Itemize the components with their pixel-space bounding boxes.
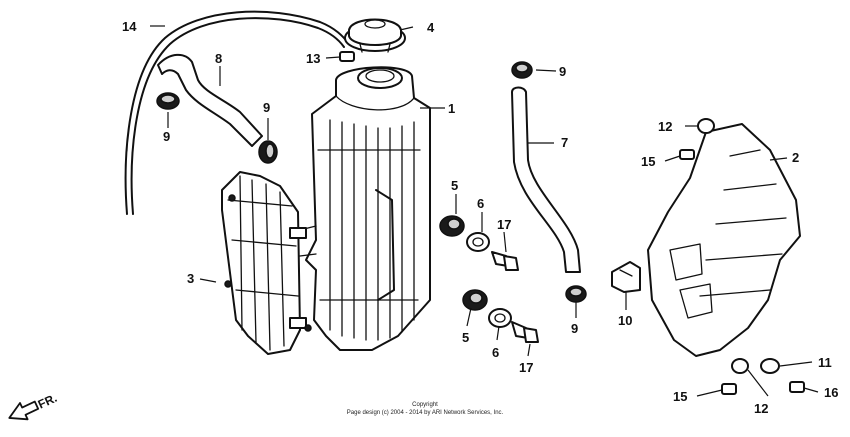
callout-13: 13 — [306, 51, 320, 66]
collar-part-6-a[interactable] — [466, 232, 490, 252]
grommet-part-5-a[interactable] — [439, 215, 465, 237]
bolt-part-15-b[interactable] — [721, 383, 737, 395]
bolt-part-17-b[interactable] — [511, 321, 539, 343]
callout-15-b: 15 — [673, 389, 687, 404]
callout-5-b: 5 — [462, 330, 469, 345]
callout-14: 14 — [122, 19, 137, 34]
callout-6-a: 6 — [477, 196, 484, 211]
callout-6-b: 6 — [492, 345, 499, 360]
grommet-part-11[interactable] — [760, 358, 780, 374]
hose-clamp-part-9-a[interactable] — [156, 92, 180, 110]
radiator-hose-part-7[interactable] — [511, 86, 581, 273]
clip-part-13[interactable] — [339, 51, 355, 62]
radiator-part-1[interactable] — [299, 66, 431, 351]
hose-clamp-part-9-b[interactable] — [258, 140, 278, 164]
callout-12-b: 12 — [754, 401, 768, 416]
hose-clamp-part-9-c[interactable] — [511, 61, 533, 79]
front-direction-arrow: FR. — [8, 391, 59, 421]
callout-11: 11 — [818, 355, 832, 370]
radiator-cap-part-4[interactable] — [344, 18, 406, 53]
callout-1: 1 — [448, 101, 455, 116]
callout-9-a: 9 — [163, 129, 170, 144]
callout-7: 7 — [561, 135, 568, 150]
copyright-line-2: Page design (c) 2004 - 2014 by ARI Netwo… — [347, 410, 504, 416]
radiator-guard-part-3[interactable] — [221, 171, 312, 355]
callout-8: 8 — [215, 51, 222, 66]
callout-9-d: 9 — [571, 321, 578, 336]
bolt-part-16[interactable] — [789, 381, 805, 393]
breather-tube-part-14[interactable] — [124, 10, 350, 215]
callout-labels: 14 4 13 8 9 9 1 5 6 17 3 5 6 17 7 9 9 10… — [122, 19, 838, 416]
callout-12-a: 12 — [658, 119, 672, 134]
collar-part-12-a[interactable] — [697, 118, 715, 134]
bolt-part-15-a[interactable] — [679, 149, 695, 160]
callout-17-a: 17 — [497, 217, 511, 232]
callout-9-c: 9 — [559, 64, 566, 79]
callout-15-a: 15 — [641, 154, 655, 169]
callout-17-b: 17 — [519, 360, 533, 375]
callout-4: 4 — [427, 20, 435, 35]
callout-2: 2 — [792, 150, 799, 165]
direction-label: FR. — [36, 391, 59, 412]
collar-part-12-b[interactable] — [731, 358, 749, 374]
radiator-hose-part-8[interactable] — [157, 53, 263, 147]
callout-3: 3 — [187, 271, 194, 286]
callout-9-b: 9 — [263, 100, 270, 115]
grommet-part-5-b[interactable] — [462, 289, 488, 311]
arrow-left-icon — [8, 400, 40, 421]
callout-16: 16 — [824, 385, 838, 400]
callout-5-a: 5 — [451, 178, 458, 193]
copyright-line-1: Copyright — [412, 402, 438, 408]
clip-part-10[interactable] — [611, 261, 641, 293]
hose-clamp-part-9-d[interactable] — [565, 285, 587, 303]
callout-10: 10 — [618, 313, 632, 328]
radiator-shroud-part-2[interactable] — [647, 123, 801, 357]
collar-part-6-b[interactable] — [488, 308, 512, 328]
leader-lines — [150, 25, 819, 397]
bolt-part-17-a[interactable] — [491, 251, 519, 271]
